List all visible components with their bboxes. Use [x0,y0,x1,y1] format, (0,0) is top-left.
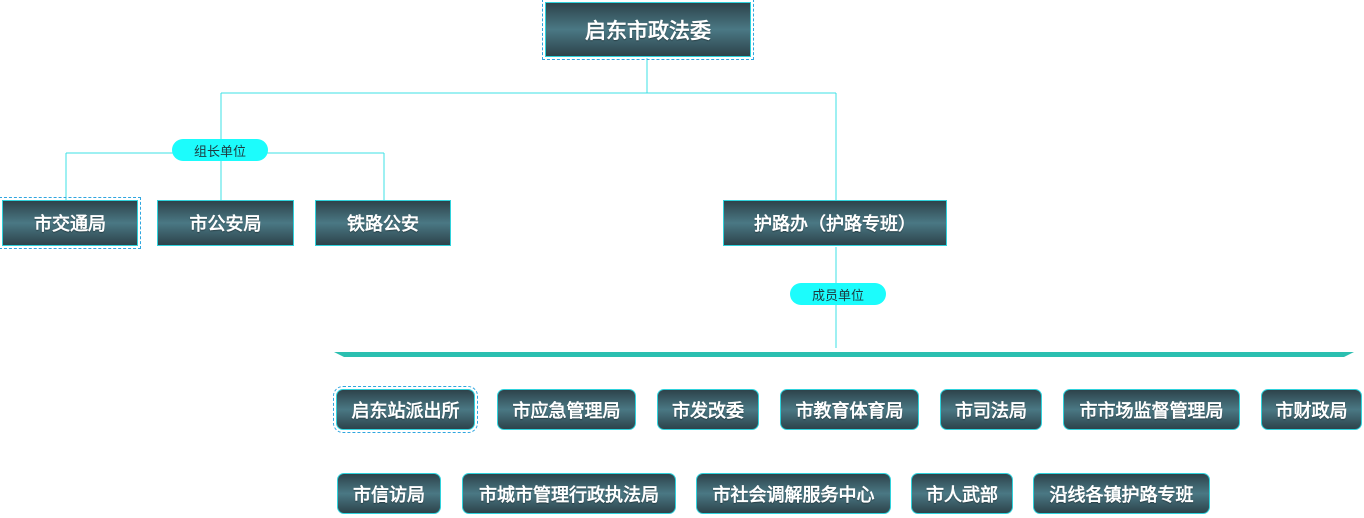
member-group-tag-label: 成员单位 [811,288,864,304]
leader-unit-police[interactable]: 市公安局 [157,200,294,246]
member-unit-label: 市财政局 [1275,400,1348,422]
member-unit[interactable]: 市教育体育局 [780,389,919,430]
member-unit[interactable]: 市应急管理局 [497,389,636,430]
leader-unit-label: 市公安局 [189,214,262,235]
leader-group-tag-label: 组长单位 [193,144,246,160]
leader-group-tag: 组长单位 [172,139,268,161]
member-unit-label: 市市场监督管理局 [1079,400,1224,422]
member-unit-label: 市人武部 [926,484,998,506]
office-node-label: 护路办（护路专班） [754,214,916,235]
member-unit-label: 启东站派出所 [351,400,460,422]
leader-unit-label: 铁路公安 [347,214,419,235]
member-unit[interactable]: 市社会调解服务中心 [696,473,891,514]
member-unit-label: 市社会调解服务中心 [712,484,875,506]
leader-unit-label: 市交通局 [34,214,106,235]
member-unit[interactable]: 市信访局 [337,473,441,514]
member-unit[interactable]: 市市场监督管理局 [1063,389,1240,430]
member-unit[interactable]: 市城市管理行政执法局 [462,473,676,514]
member-unit-label: 市应急管理局 [512,400,621,422]
leader-unit-traffic[interactable]: 市交通局 [0,197,141,249]
member-unit-label: 市教育体育局 [795,400,904,422]
member-unit[interactable]: 市司法局 [940,389,1042,430]
member-unit-label: 市城市管理行政执法局 [479,484,659,506]
leader-unit-railway-police[interactable]: 铁路公安 [315,200,451,246]
member-unit-label: 市司法局 [955,400,1027,422]
divider-bar [334,352,1354,357]
member-unit[interactable]: 市人武部 [911,473,1013,514]
root-node[interactable]: 启东市政法委 [542,0,754,60]
member-unit[interactable]: 市发改委 [657,389,759,430]
member-unit[interactable]: 沿线各镇护路专班 [1033,473,1210,514]
member-unit[interactable]: 市财政局 [1261,389,1362,430]
member-unit-label: 市发改委 [672,400,744,422]
member-group-tag: 成员单位 [790,283,886,305]
root-node-label: 启东市政法委 [585,18,711,43]
member-unit-label: 市信访局 [353,484,425,506]
office-node[interactable]: 护路办（护路专班） [723,200,947,246]
member-unit[interactable]: 启东站派出所 [333,386,478,433]
member-unit-label: 沿线各镇护路专班 [1049,484,1194,506]
